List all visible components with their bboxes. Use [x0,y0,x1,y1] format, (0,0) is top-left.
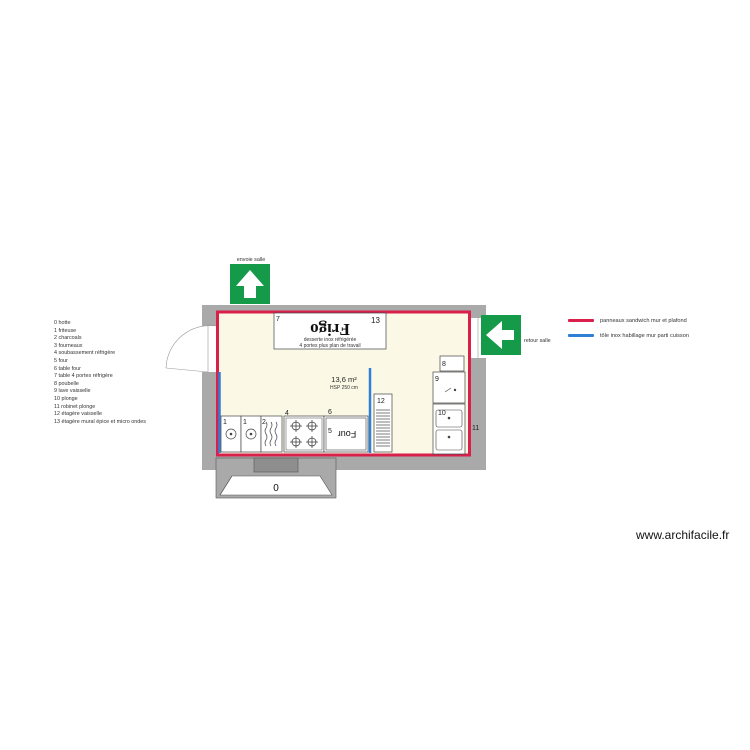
legend-item: 5 four [54,357,68,364]
left-door-swing [165,325,217,369]
gas-burner-icon [290,420,318,448]
num-8: 8 [442,361,446,368]
fryer-1-dot [229,432,233,436]
dishwasher [432,371,466,404]
fryer-2-basket [245,428,257,440]
grill-wave-2 [269,421,273,447]
legend-item: 12 étagère vaisselle [54,411,102,418]
legend-item: 13 étagère mural épice et micro ondes [54,418,146,425]
legend-item: 4 soubassement réfrigère [54,350,116,357]
room-height: HSP 250 cm [330,385,358,391]
legend-item: 1 friteuse [54,327,77,334]
key-blue-label: tôle inox habillage mur parti cuisson [600,333,689,339]
blue-line-swatch [568,334,594,338]
num-6: 6 [328,409,332,416]
key-red: panneaux sandwich mur et plafond [568,318,687,324]
fridge-desc1: desserte inox réfrigérée [304,337,357,343]
sink-unit [432,403,466,455]
red-line-swatch [568,319,594,323]
left-door-gap [202,326,216,372]
room-area: 13,6 m² [331,375,357,384]
arrow-up-exit-icon [236,270,264,298]
legend-item: 8 poubelle [54,380,79,387]
legend-item: 10 plonge [54,395,78,402]
legend-item: 2 charcoals [54,335,82,342]
fridge-desc2: 4 portes plus plan de travail [299,343,360,349]
num-10: 10 [438,410,446,417]
stove-top [285,417,323,451]
fridge-title: Frigo [310,320,350,339]
dishwasher-mark [444,387,452,393]
dishwasher-dot [453,388,457,392]
fridge-table [273,312,387,350]
exit-top-label: envoie salle [237,257,265,263]
key-blue: tôle inox habillage mur parti cuisson [568,333,689,339]
num-9: 9 [435,376,439,383]
num-5: 5 [328,428,332,435]
num-7: 7 [276,316,280,323]
oven [325,417,367,451]
arrow-left-exit-icon [486,321,514,349]
oven-label: Four [338,429,357,439]
key-red-label: panneaux sandwich mur et plafond [600,318,687,324]
grill-wave-1 [264,421,268,447]
legend-item: 6 table four [54,365,81,372]
sink-icon [435,409,463,451]
num-13: 13 [371,316,380,325]
num-4: 4 [285,410,289,417]
fryer-1-basket [225,428,237,440]
red-panel-border [216,310,471,457]
num-0: 0 [273,483,279,494]
hood-edge-l [219,475,233,496]
watermark: www.archifacile.fr [636,528,730,542]
legend-item: 0 hotte [54,320,71,326]
left-door-line [165,367,209,373]
dish-shelf [373,393,393,453]
legend-item: 11 robinet plonge [54,403,96,410]
legend-item: 7 table 4 portes réfrigère [54,373,113,380]
fryer-2-dot [249,432,253,436]
shelf-rack [376,409,390,447]
num-12: 12 [377,398,385,405]
hood-duct [253,457,299,473]
trash-bin [439,355,465,372]
sink-drain-1 [447,416,451,420]
stove [283,415,325,453]
exit-right-label: retour salle [524,338,551,344]
legend-item: 9 lave vaisselle [54,388,91,395]
num-11: 11 [472,425,479,432]
sink-drain-2 [447,435,451,439]
num-2: 2 [262,419,266,426]
num-1b: 1 [243,419,247,426]
grill-wave-3 [274,421,278,447]
legend-item: 3 fourneaux [54,342,83,349]
num-1a: 1 [223,419,227,426]
